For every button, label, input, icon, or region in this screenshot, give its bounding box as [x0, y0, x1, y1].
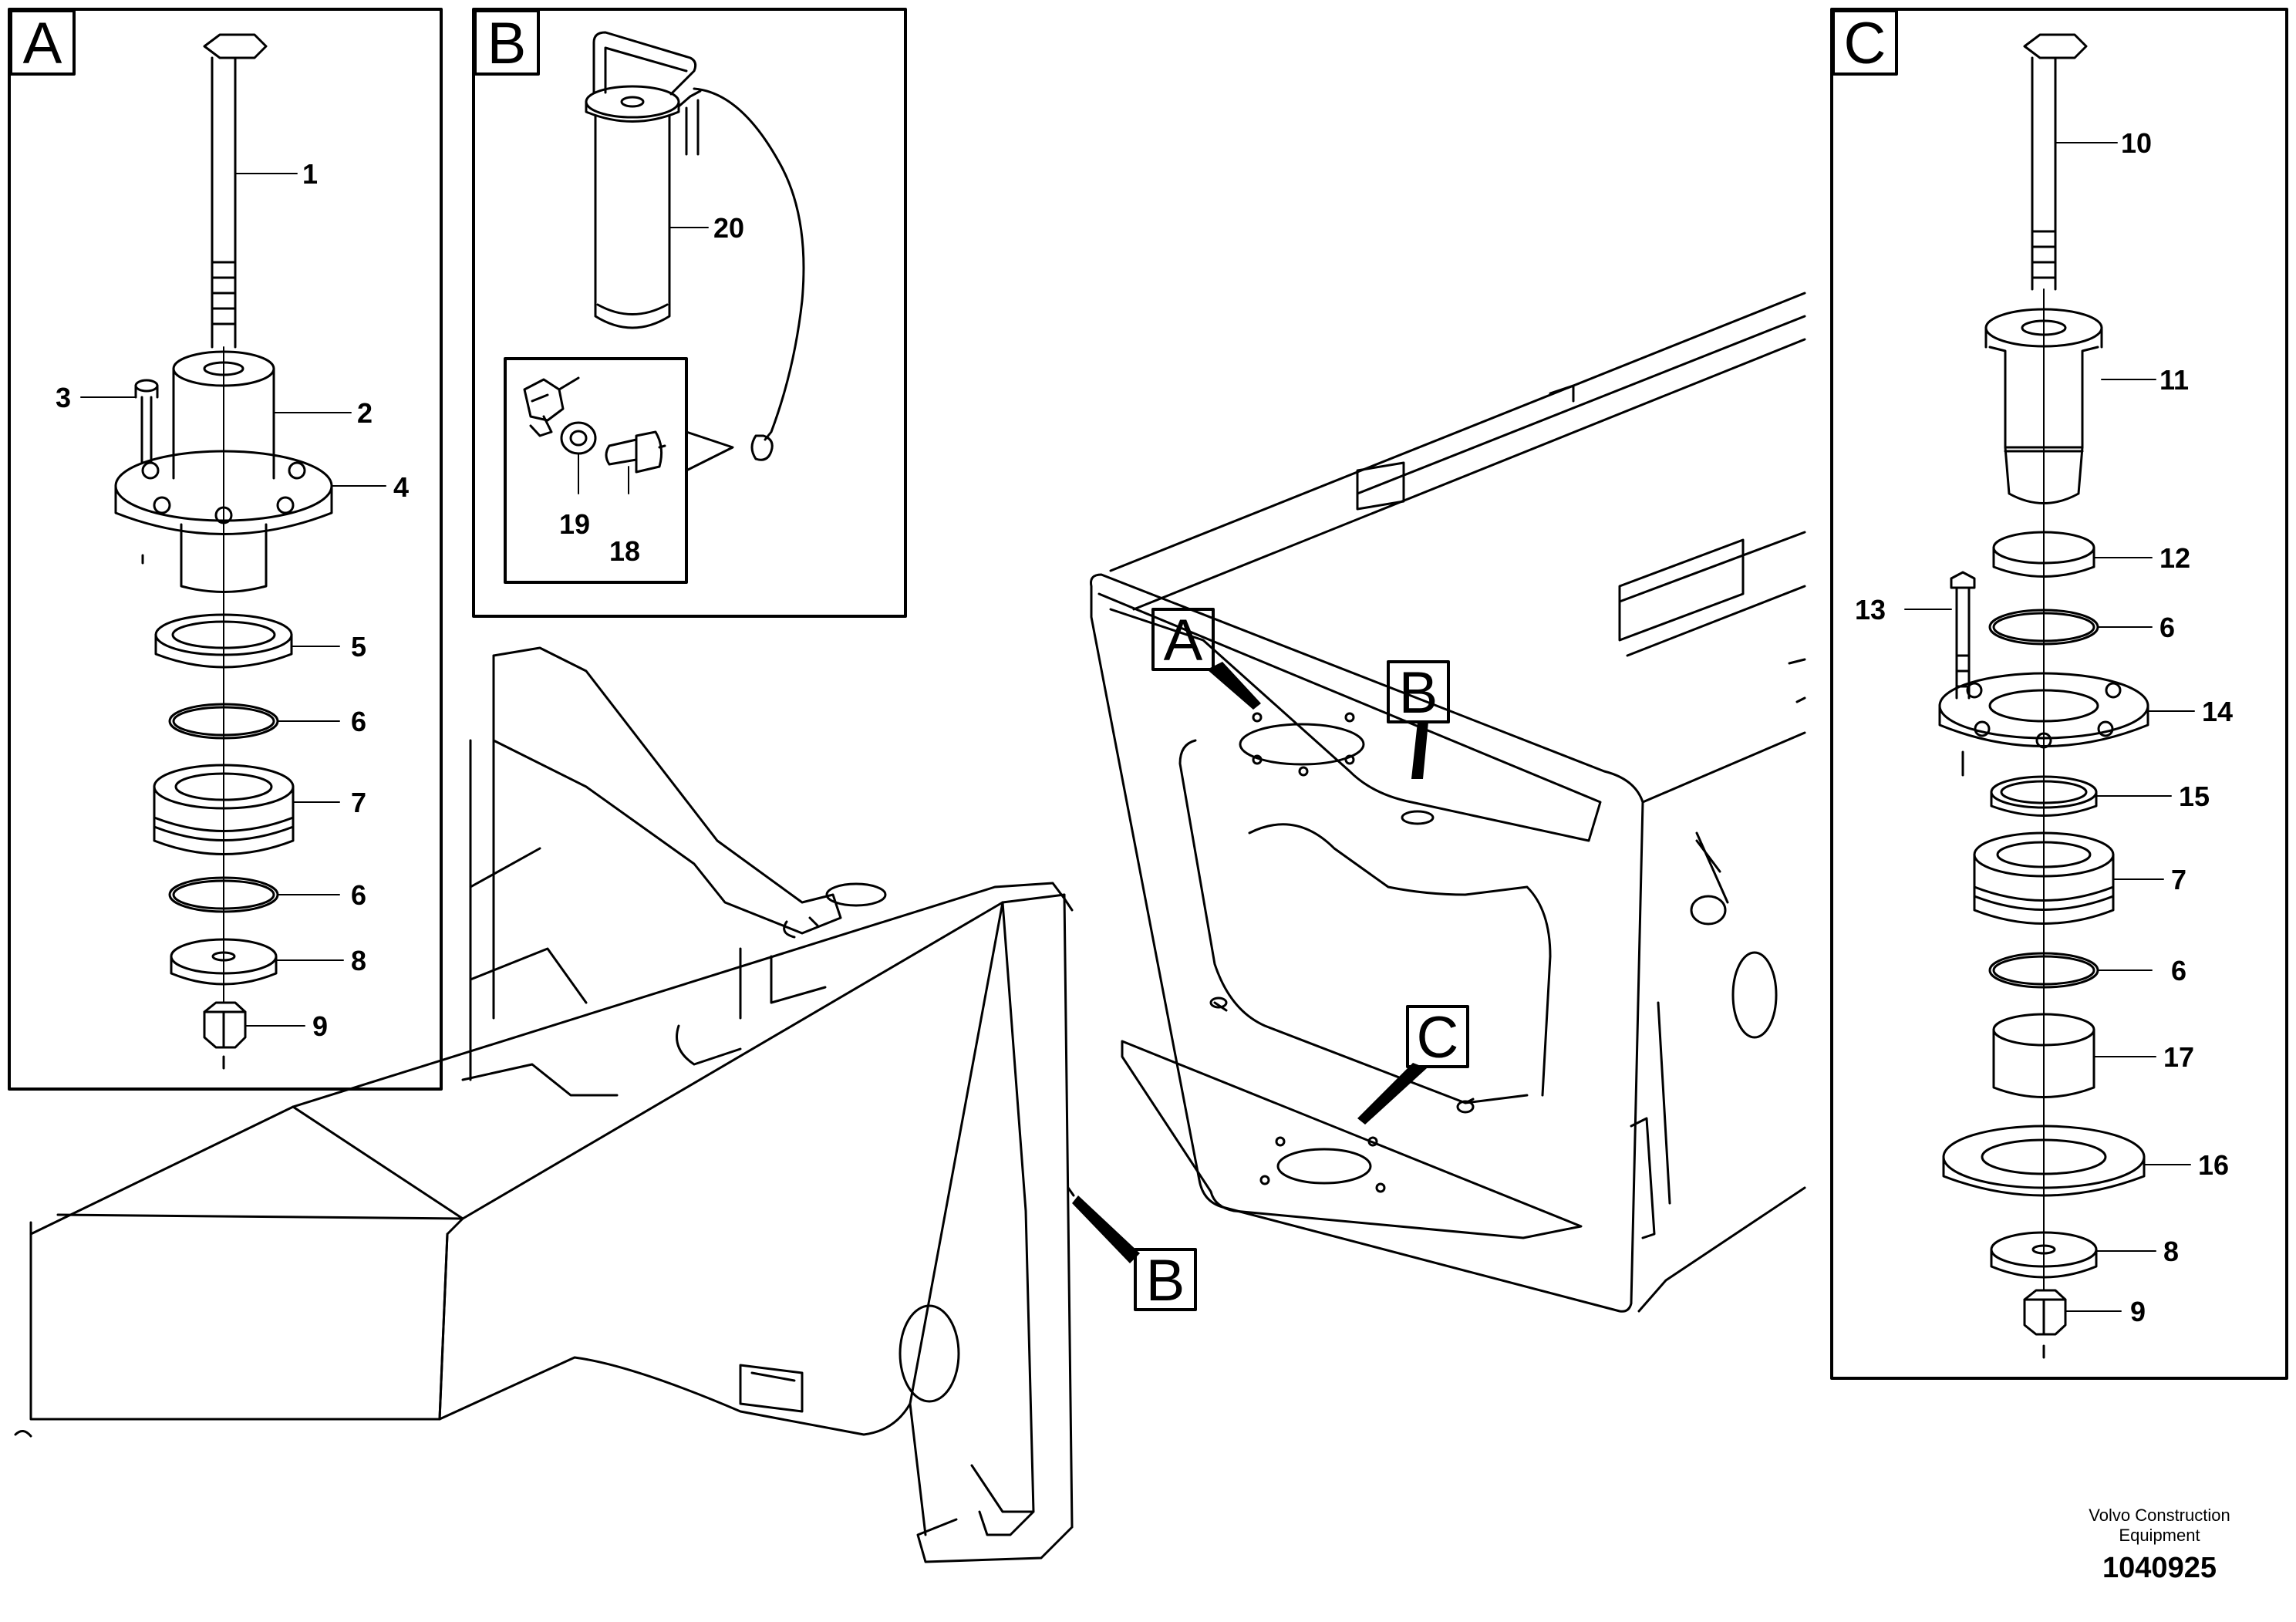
- callout-c-10: 10: [2121, 127, 2152, 159]
- panel-a-exploded-view: [8, 8, 443, 1091]
- panel-c-label: C: [1844, 11, 1886, 76]
- callout-c-12: 12: [2159, 542, 2190, 574]
- callout-a-5: 5: [351, 631, 366, 663]
- callout-c-13: 13: [1855, 594, 1886, 626]
- callout-c-14: 14: [2202, 696, 2233, 727]
- frame-markers: [1134, 608, 1469, 1311]
- callout-c-9: 9: [2130, 1296, 2146, 1327]
- marker-a-label: A: [1164, 608, 1203, 673]
- callout-a-8: 8: [351, 945, 366, 976]
- callout-b-19: 19: [559, 508, 590, 540]
- callout-b-20: 20: [713, 212, 744, 244]
- panel-b-label: B: [487, 11, 527, 76]
- panel-b-label-box: [474, 9, 540, 76]
- panel-b-frame: [472, 8, 907, 618]
- panel-b-detail-box: [504, 357, 688, 584]
- marker-b-lower-label: B: [1146, 1248, 1185, 1313]
- company-name-line2: Equipment: [2119, 1526, 2200, 1545]
- callout-c-6b: 6: [2171, 955, 2186, 986]
- marker-pointers: [1072, 662, 1428, 1263]
- callout-a-9: 9: [312, 1010, 328, 1042]
- marker-b-upper-label: B: [1399, 660, 1438, 726]
- callout-c-7: 7: [2171, 864, 2186, 895]
- callout-a-4: 4: [393, 471, 409, 503]
- callout-a-6b: 6: [351, 879, 366, 911]
- callout-c-17: 17: [2163, 1041, 2194, 1073]
- panel-a-label: A: [23, 11, 62, 76]
- callout-c-8: 8: [2163, 1236, 2179, 1267]
- chassis-frame-illustration: [14, 292, 1806, 1563]
- marker-c-label: C: [1417, 1005, 1459, 1071]
- callout-a-6: 6: [351, 706, 366, 737]
- callout-a-1: 1: [302, 158, 318, 190]
- document-number: 1040925: [2102, 1552, 2217, 1584]
- panel-c-exploded-view: [1830, 8, 2288, 1380]
- callout-c-11: 11: [2159, 364, 2189, 396]
- callout-c-15: 15: [2179, 781, 2210, 812]
- panel-c-frame: [1830, 8, 2288, 1380]
- panel-a-frame: [8, 8, 443, 1091]
- marker-b-lower-box: [1134, 1248, 1197, 1311]
- panel-a-label-box: [9, 9, 76, 76]
- callout-c-6: 6: [2159, 612, 2175, 643]
- marker-c-box: [1406, 1005, 1469, 1068]
- callout-b-18: 18: [609, 535, 640, 567]
- callout-c-16: 16: [2198, 1149, 2229, 1181]
- marker-a-box: [1151, 608, 1215, 671]
- callout-a-3: 3: [56, 382, 71, 413]
- panel-b-exploded-view: [472, 8, 907, 618]
- panel-c-label-box: [1832, 9, 1898, 76]
- company-name-line1: Volvo Construction: [2089, 1506, 2230, 1525]
- callout-a-2: 2: [357, 397, 373, 429]
- callout-a-7: 7: [351, 787, 366, 818]
